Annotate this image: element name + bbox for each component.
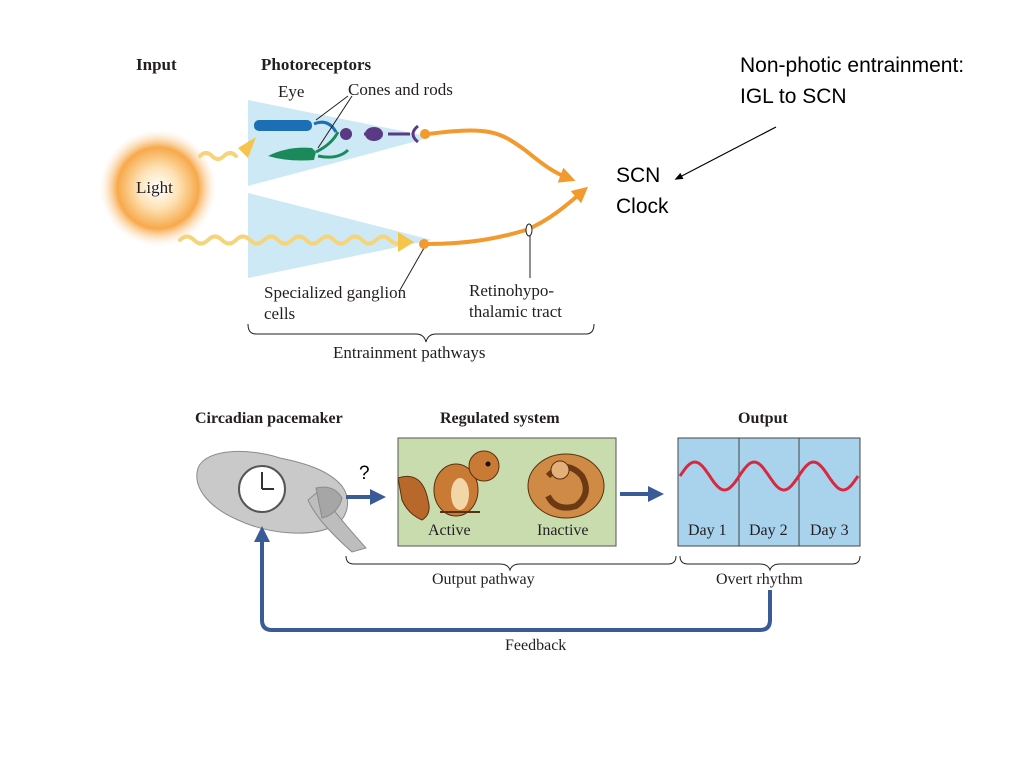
ganglion-label: Specialized ganglion cells <box>264 282 406 324</box>
light-ray-upper <box>198 151 238 161</box>
output-pathway-brace <box>345 555 677 572</box>
tract-cut-icon <box>525 223 533 237</box>
overt-rhythm-brace <box>679 555 861 572</box>
ganglion-label-line-2: cells <box>264 304 296 323</box>
bipolar-soma-icon <box>365 127 383 141</box>
cones-leader-2 <box>317 95 353 149</box>
eye-triangle <box>248 100 432 186</box>
output-heading: Output <box>738 410 788 427</box>
rht-pathway-arrow <box>425 186 589 246</box>
photoreceptors-heading: Photoreceptors <box>261 55 372 74</box>
feedback-label: Feedback <box>505 637 567 654</box>
ray-arrowhead-upper <box>238 137 256 158</box>
light-sun-icon <box>100 130 216 246</box>
ganglion-leader <box>399 247 425 291</box>
ganglion-synapse <box>411 124 419 144</box>
tract-label-line-1: Retinohypo- <box>469 281 554 300</box>
question-mark: ? <box>359 463 370 484</box>
nonphotic-label: Non-photic entrainment: IGL to SCN <box>740 50 964 112</box>
day-2-label: Day 2 <box>749 522 788 539</box>
entrainment-brace <box>247 323 595 343</box>
inactive-chipmunk-icon <box>527 453 605 519</box>
tract-label-line-2: thalamic tract <box>469 302 562 321</box>
pacemaker-heading: Circadian pacemaker <box>195 410 343 427</box>
feedback-arrow <box>254 526 772 632</box>
retinal-ganglion-icon <box>420 129 430 139</box>
input-heading: Input <box>136 55 177 74</box>
bipolar-cell-icon <box>340 128 352 140</box>
overt-rhythm-label: Overt rhythm <box>716 571 803 588</box>
entrainment-label: Entrainment pathways <box>333 343 486 362</box>
cone-cell-icon <box>268 147 316 161</box>
cones-leader-1 <box>315 95 349 121</box>
regulated-heading: Regulated system <box>440 410 560 427</box>
specialized-ganglion-icon <box>419 239 429 249</box>
day-1-label: Day 1 <box>688 522 727 539</box>
ganglion-triangle <box>248 193 432 278</box>
clock-hands <box>261 472 274 490</box>
rhythm-waveform <box>678 460 860 492</box>
rod-synapse <box>313 120 338 133</box>
clock-label: Clock <box>616 195 669 218</box>
cerebellum-icon <box>315 486 343 519</box>
nonphotic-arrow <box>674 126 777 180</box>
scn-clock-label: SCN Clock <box>616 160 669 222</box>
ray-arrowhead-lower <box>398 232 414 252</box>
cones-rods-label: Cones and rods <box>348 80 453 99</box>
nonphotic-line-1: Non-photic entrainment: <box>740 54 965 77</box>
active-chipmunk-icon <box>397 450 500 521</box>
day-3-label: Day 3 <box>810 522 849 539</box>
eye-label: Eye <box>278 82 305 101</box>
rod-cell-icon <box>254 120 312 131</box>
light-ray-lower <box>178 234 406 246</box>
ganglion-label-line-1: Specialized ganglion <box>264 283 407 302</box>
eye-pathway-arrow <box>427 128 576 183</box>
inactive-label: Inactive <box>537 522 589 539</box>
cone-synapse <box>315 131 350 159</box>
light-label: Light <box>136 178 173 197</box>
active-label: Active <box>428 522 471 539</box>
nonphotic-line-2: IGL to SCN <box>740 85 847 108</box>
output-pathway-label: Output pathway <box>432 571 535 588</box>
output-panel <box>677 437 861 547</box>
scn-label: SCN <box>616 164 661 187</box>
tract-label: Retinohypo- thalamic tract <box>469 280 562 322</box>
